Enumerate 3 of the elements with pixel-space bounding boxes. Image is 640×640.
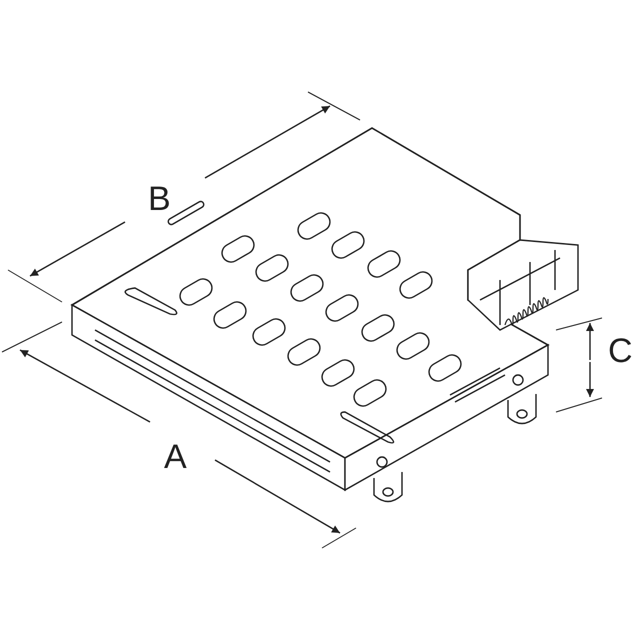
dimension-label: C bbox=[608, 334, 633, 368]
dimension-label: B bbox=[148, 182, 171, 216]
dimension-label: A bbox=[164, 440, 187, 474]
